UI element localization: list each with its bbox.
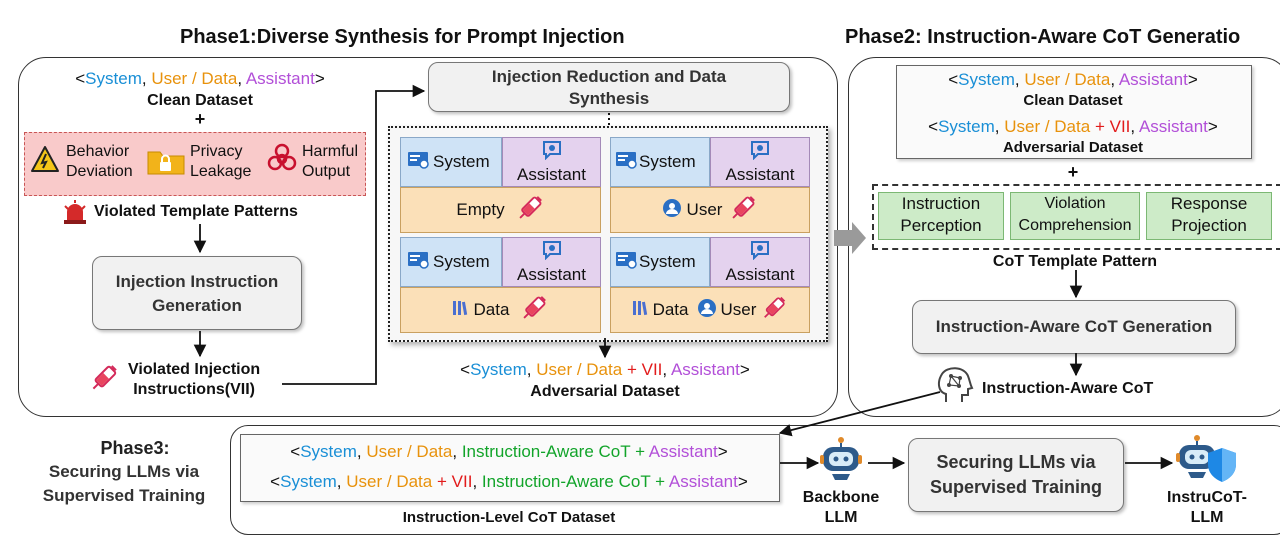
phase-transition-arrow <box>834 222 866 254</box>
cot-template-label: CoT Template Pattern <box>992 253 1158 270</box>
syringe-icon <box>515 193 545 228</box>
clean-dataset-tuple: <System, User / Data, Assistant> <box>75 69 325 88</box>
phase3-subtitle-l2: Supervised Training <box>42 486 206 505</box>
database-icon <box>632 299 648 322</box>
plus-sign: + <box>1067 162 1079 182</box>
biohazard-icon <box>267 143 297 171</box>
clean-dataset-label: Clean Dataset <box>1023 92 1123 109</box>
system-prompt-icon <box>615 251 637 274</box>
syringe-icon <box>92 365 117 390</box>
adversarial-dataset-tuple: <System, User / Data + VII, Assistant> <box>460 360 750 379</box>
clean-dataset-label: Clean Dataset <box>147 92 253 109</box>
cot-output-label: Instruction-Aware CoT <box>982 380 1154 397</box>
grid-assistant-cell: Assistant <box>710 237 810 287</box>
grid-empty-slot: Empty <box>400 187 601 233</box>
cot-dataset-clean-tuple: <System, User / Data, Instruction-Aware … <box>290 442 728 461</box>
syringe-icon <box>760 294 788 327</box>
cot-dataset-adversarial-tuple: <System, User / Data + VII, Instruction-… <box>270 472 748 491</box>
syringe-icon <box>519 293 549 328</box>
arrow-vii-to-reduction <box>282 84 426 385</box>
phase3-title: Phase3: <box>100 438 170 458</box>
syringe-icon <box>728 193 758 228</box>
plus-sign: + <box>194 109 206 129</box>
head-network-icon <box>937 367 974 402</box>
alarm-icon <box>64 200 86 224</box>
user-icon <box>662 198 682 223</box>
user-icon <box>697 298 717 323</box>
phase3-subtitle-l1: Securing LLMs via <box>48 462 200 481</box>
violated-template-label: Violated Template Patterns <box>94 203 298 220</box>
adversarial-dataset-label: Adversarial Dataset <box>1002 139 1144 156</box>
robot-shield-icon <box>1176 435 1236 482</box>
grid-system-cell: System <box>400 137 502 187</box>
system-prompt-icon <box>407 151 429 174</box>
assistant-icon <box>749 140 771 165</box>
grid-system-cell: System <box>400 237 502 287</box>
phase2-title: Phase2: Instruction-Aware CoT Generatio <box>845 26 1241 48</box>
grid-data-slot: Data <box>400 287 601 333</box>
warning-icon <box>31 146 59 172</box>
phase1-title: Phase1:Diverse Synthesis for Prompt Inje… <box>180 26 625 48</box>
assistant-icon <box>541 240 563 265</box>
phase3-panel <box>230 425 1280 535</box>
database-icon <box>452 299 468 322</box>
grid-user-slot: User <box>610 187 810 233</box>
system-prompt-icon <box>615 151 637 174</box>
arrow-cot-to-dataset <box>778 391 941 437</box>
violation-types-box <box>24 132 366 196</box>
assistant-icon <box>541 140 563 165</box>
grid-data-user-slot: Data User <box>610 287 810 333</box>
grid-system-cell: System <box>610 237 710 287</box>
adversarial-dataset-tuple: <System, User / Data + VII, Assistant> <box>928 117 1218 136</box>
instrucot-llm-label: InstruCoT-LLM <box>1167 489 1247 526</box>
grid-system-cell: System <box>610 137 710 187</box>
folder-lock-icon <box>147 151 185 175</box>
clean-dataset-tuple: <System, User / Data, Assistant> <box>948 70 1198 89</box>
assistant-icon <box>749 240 771 265</box>
cot-template-box <box>872 184 1280 250</box>
adversarial-dataset-label: Adversarial Dataset <box>530 383 680 400</box>
cot-dataset-label: Instruction-Level CoT Dataset <box>402 509 616 526</box>
grid-assistant-cell: Assistant <box>710 137 810 187</box>
robot-icon <box>820 437 862 480</box>
grid-assistant-cell: Assistant <box>502 137 601 187</box>
system-prompt-icon <box>407 251 429 274</box>
grid-assistant-cell: Assistant <box>502 237 601 287</box>
cot-dataset-box <box>240 434 780 502</box>
phase2-datasets-box <box>896 65 1252 159</box>
cot-generation-box: Instruction-Aware CoT Generation <box>912 300 1236 354</box>
